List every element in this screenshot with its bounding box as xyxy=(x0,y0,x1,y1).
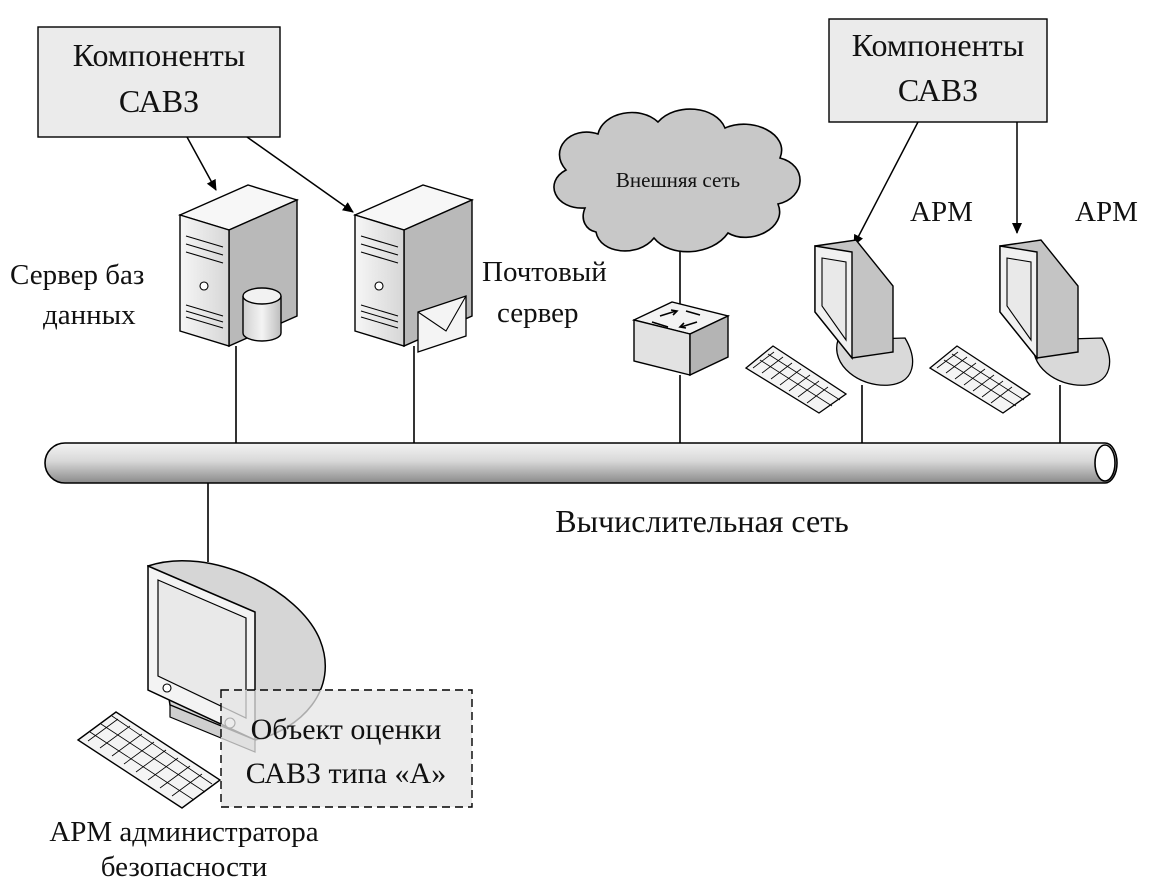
components-box-right-frame xyxy=(828,18,1048,123)
workstation-1-label: АРМ xyxy=(910,196,973,228)
assessment-object-box: Объект оценки САВЗ типа «А» xyxy=(220,689,473,808)
assessment-object-line2: САВЗ типа «А» xyxy=(246,757,446,790)
components-box-left: Компоненты САВЗ xyxy=(37,26,281,138)
database-server-icon xyxy=(177,184,300,348)
external-network-cloud-icon: Внешняя сеть xyxy=(553,108,801,253)
mail-server-label-line2: сервер xyxy=(497,297,579,329)
db-server-label-line2: данных xyxy=(43,299,136,331)
workstation-1-icon xyxy=(744,239,914,414)
components-box-right-line2: САВЗ xyxy=(898,72,978,108)
components-box-left-line2: САВЗ xyxy=(119,83,199,119)
assessment-object-frame xyxy=(220,689,473,808)
network-drop-lines xyxy=(207,245,1061,562)
components-box-right-line1: Компоненты xyxy=(852,27,1024,63)
admin-workstation-label-line2: безопасности xyxy=(101,851,267,882)
arrow-components-to-mail-server xyxy=(246,136,354,213)
workstation-2-label: АРМ xyxy=(1075,196,1138,228)
arrow-components-to-workstation-1 xyxy=(853,121,919,246)
arrow-components-to-db-server xyxy=(186,136,217,191)
mail-server-icon xyxy=(352,184,475,353)
admin-keyboard-icon xyxy=(76,711,222,809)
components-box-right: Компоненты САВЗ xyxy=(828,18,1048,123)
keyboard-2-icon xyxy=(928,345,1032,414)
workstation-2-icon xyxy=(928,239,1111,414)
envelope-icon xyxy=(417,295,467,353)
components-box-left-frame xyxy=(37,26,281,138)
database-cylinder-icon xyxy=(242,287,282,342)
assessment-object-line1: Объект оценки xyxy=(251,713,442,746)
db-server-label-line1: Сервер баз xyxy=(10,259,144,291)
network-label: Вычислительная сеть xyxy=(555,503,849,539)
mail-server-label-line1: Почтовый xyxy=(482,256,607,288)
network-switch-icon xyxy=(631,301,731,377)
keyboard-1-icon xyxy=(744,345,848,414)
components-box-left-line1: Компоненты xyxy=(73,37,245,73)
admin-workstation-label-line1: АРМ администратора xyxy=(49,816,318,848)
network-bus-pipe xyxy=(44,442,1118,484)
external-network-label: Внешняя сеть xyxy=(616,168,740,192)
